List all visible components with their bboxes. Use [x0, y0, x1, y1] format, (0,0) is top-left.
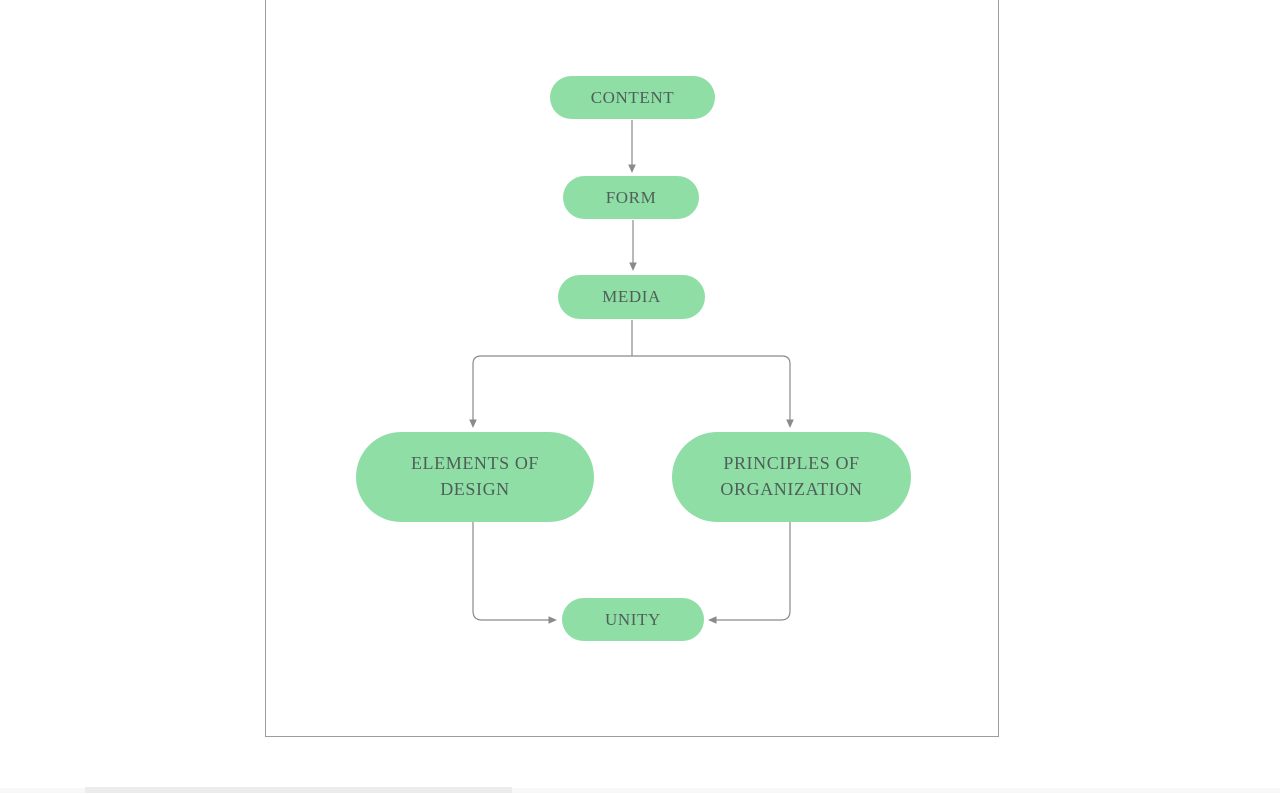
- bottom-stripe: [0, 788, 1280, 793]
- node-media[interactable]: MEDIA: [558, 275, 705, 319]
- node-elements-of-design-label: ELEMENTS OF DESIGN: [410, 453, 540, 499]
- node-form[interactable]: FORM: [563, 176, 699, 219]
- node-principles-of-organization[interactable]: PRINCIPLES OF ORGANIZATION: [672, 432, 911, 522]
- bottom-bar: [85, 787, 512, 793]
- node-principles-of-organization-label: PRINCIPLES OF ORGANIZATION: [720, 453, 863, 499]
- node-unity-label: UNITY: [605, 609, 661, 629]
- node-elements-of-design[interactable]: ELEMENTS OF DESIGN: [356, 432, 594, 522]
- node-content[interactable]: CONTENT: [550, 76, 715, 119]
- node-unity[interactable]: UNITY: [562, 598, 704, 641]
- node-content-label: CONTENT: [590, 87, 675, 107]
- node-media-label: MEDIA: [602, 287, 661, 306]
- node-form-label: FORM: [605, 187, 657, 207]
